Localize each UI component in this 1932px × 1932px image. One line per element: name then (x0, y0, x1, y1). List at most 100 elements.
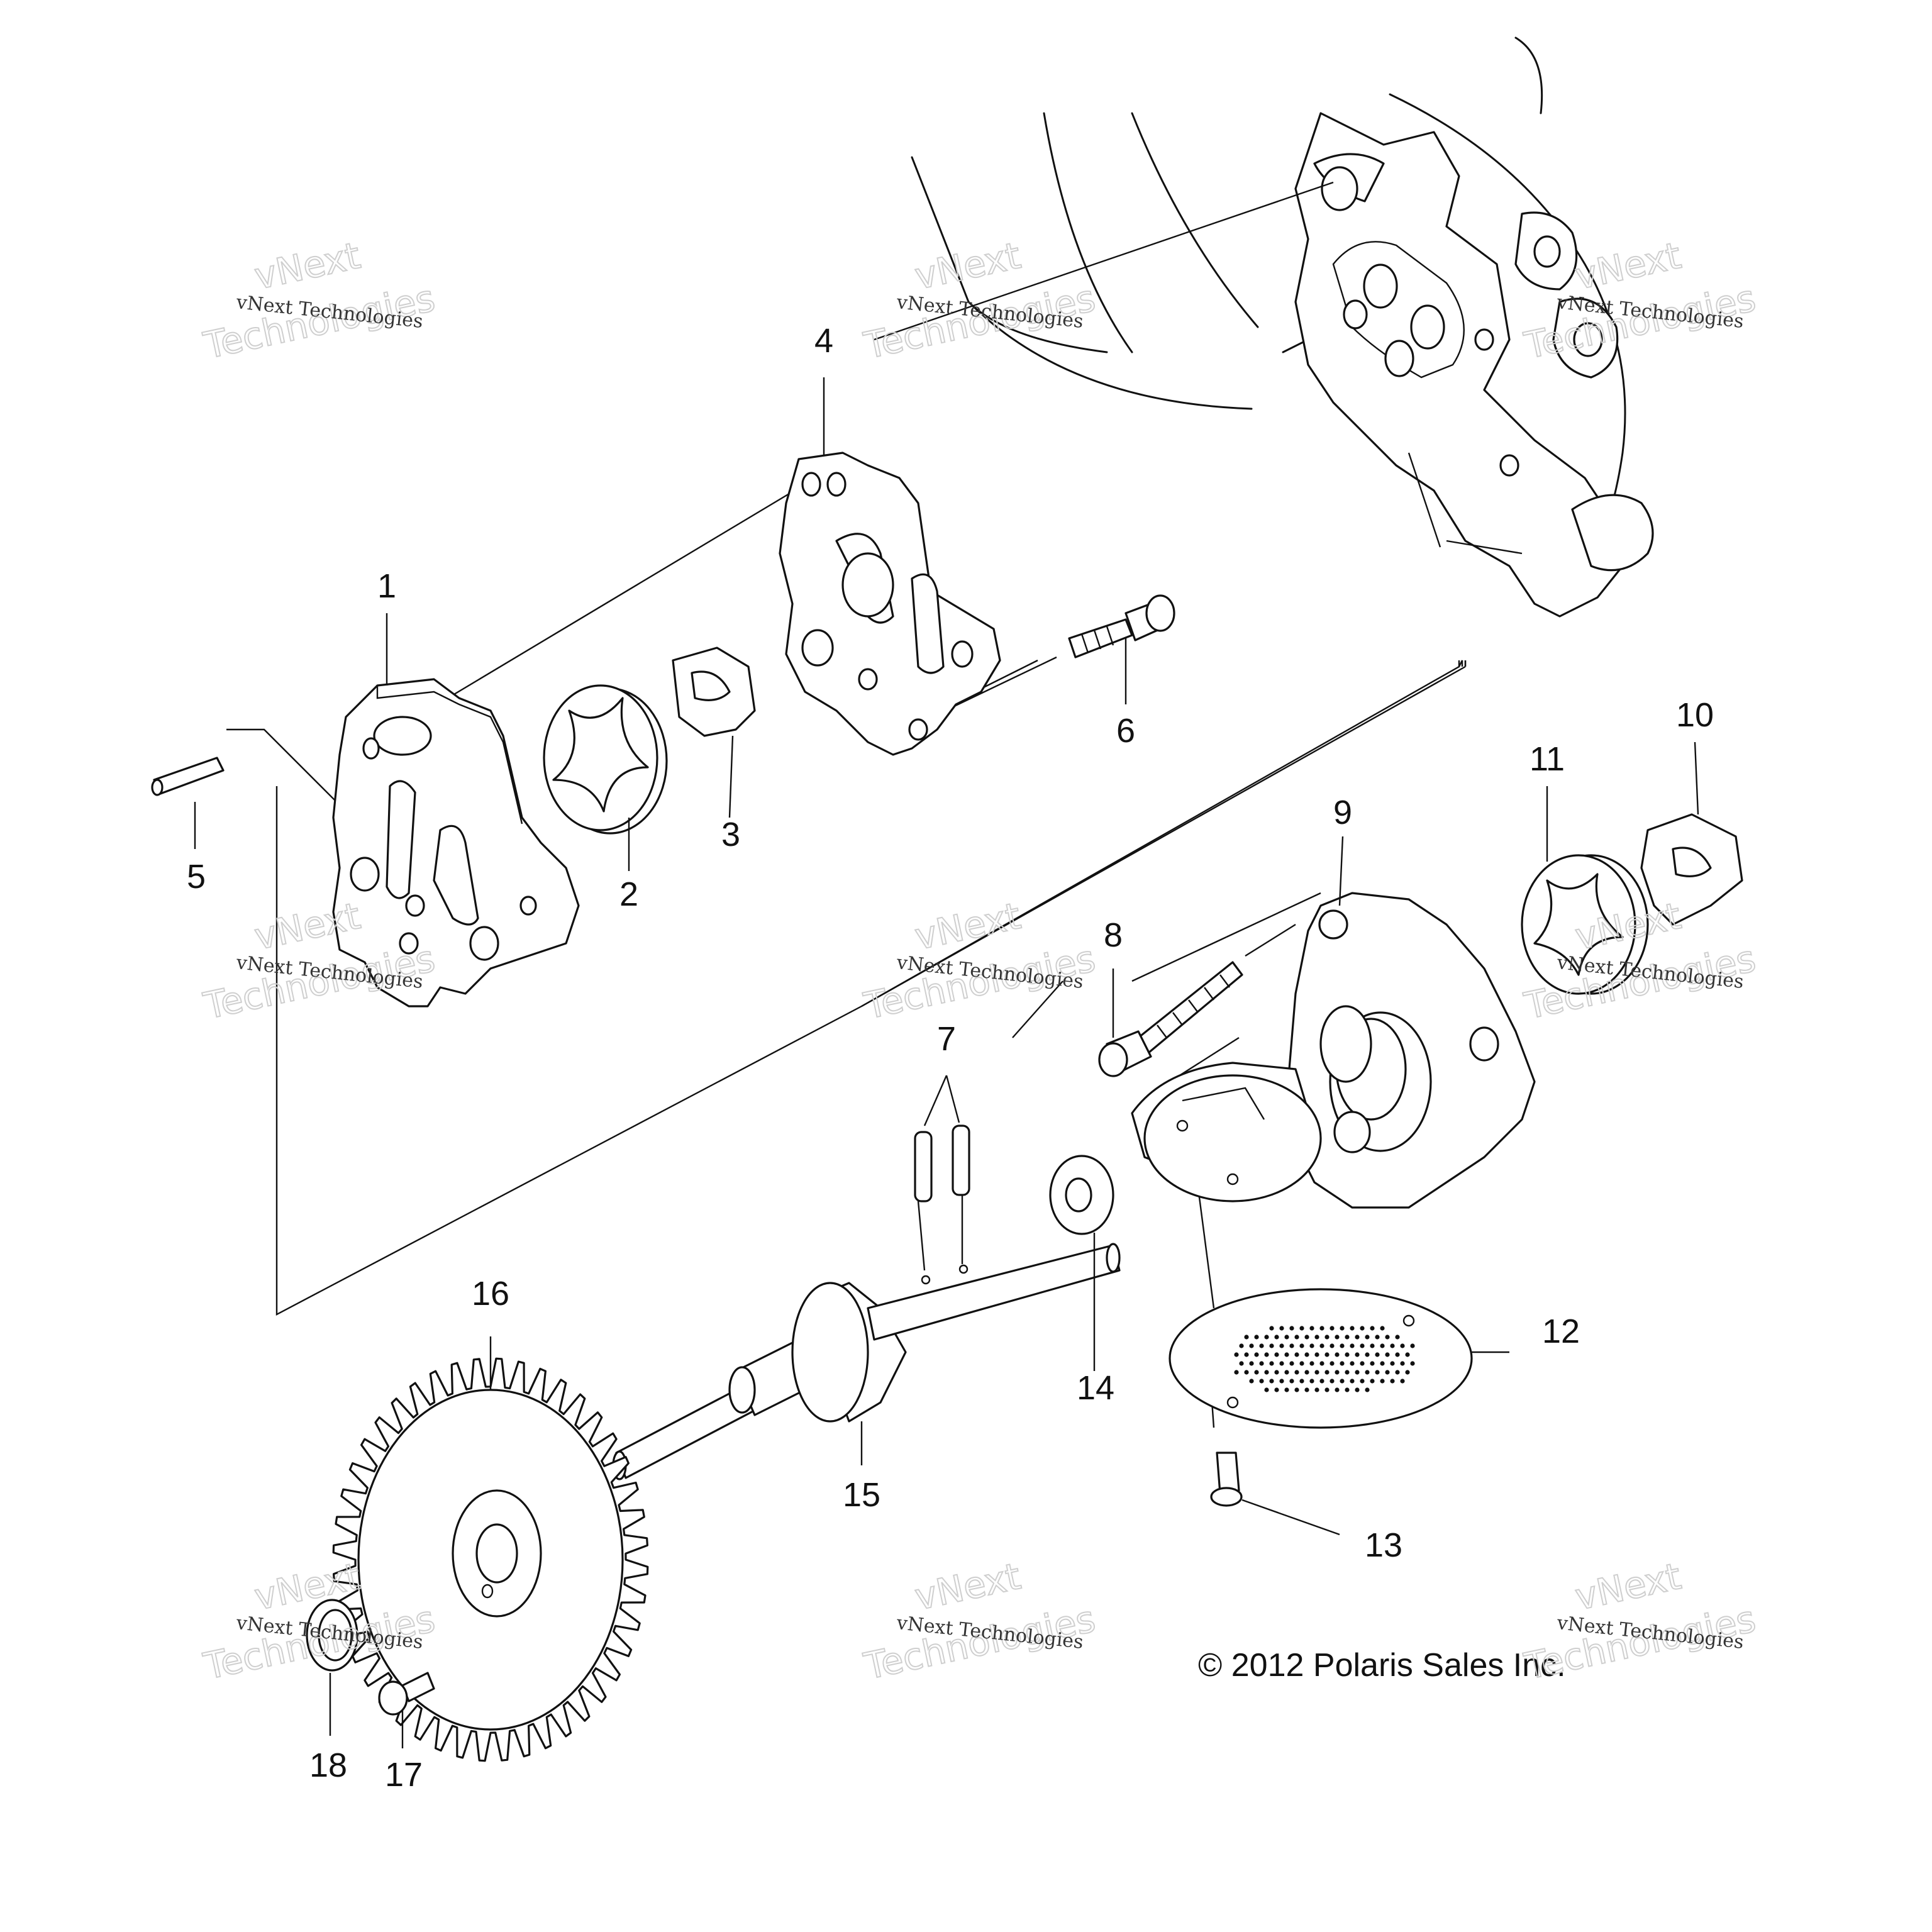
mesh-hole (1304, 1335, 1309, 1340)
mesh-hole (1279, 1326, 1284, 1331)
pump-body-part-1 (332, 678, 580, 1008)
callout-11: 11 (1530, 740, 1565, 778)
mesh-hole (1274, 1335, 1279, 1340)
mesh-hole (1370, 1343, 1375, 1348)
mesh-hole (1284, 1387, 1289, 1392)
mesh-hole (1309, 1343, 1314, 1348)
mesh-hole (1390, 1361, 1395, 1366)
mesh-hole (1345, 1335, 1350, 1340)
mesh-hole (1350, 1361, 1355, 1366)
mesh-hole (1294, 1370, 1299, 1375)
mesh-hole (1319, 1326, 1324, 1331)
mesh-hole (1335, 1352, 1340, 1357)
mesh-hole (1289, 1361, 1294, 1366)
mesh-hole (1274, 1387, 1279, 1392)
mesh-hole (1410, 1361, 1415, 1366)
pump-plate-part-4 (779, 452, 1001, 756)
mesh-hole (1319, 1361, 1324, 1366)
mesh-hole (1405, 1352, 1410, 1357)
mesh-hole (1360, 1326, 1365, 1331)
mesh-hole (1324, 1352, 1330, 1357)
mesh-hole (1345, 1387, 1350, 1392)
mesh-hole (1244, 1370, 1249, 1375)
mesh-hole (1319, 1343, 1324, 1348)
mesh-hole (1380, 1379, 1385, 1384)
callout-10: 10 (1676, 696, 1714, 734)
mesh-hole (1380, 1343, 1385, 1348)
callout-8: 8 (1104, 916, 1123, 954)
mesh-hole (1314, 1387, 1319, 1392)
watermark: vNext Technologies vNext Technologies (860, 233, 1100, 368)
callout-17: 17 (385, 1756, 423, 1794)
mesh-hole (1355, 1370, 1360, 1375)
callout-numbers: 1 2 3 4 5 6 7 8 9 10 11 12 13 14 15 16 1… (187, 322, 1714, 1794)
mesh-hole (1259, 1379, 1264, 1384)
mesh-hole (1380, 1361, 1385, 1366)
mesh-hole (1355, 1335, 1360, 1340)
svg-text:vNext: vNext (1572, 1555, 1685, 1619)
mesh-hole (1264, 1387, 1269, 1392)
svg-text:vNext: vNext (911, 1555, 1024, 1619)
mesh-hole (1264, 1335, 1269, 1340)
callout-9: 9 (1333, 794, 1352, 831)
callout-16: 16 (472, 1275, 509, 1313)
screw-part-13 (1210, 1452, 1243, 1507)
callout-2: 2 (619, 875, 638, 913)
outer-rotor-part-11 (1521, 854, 1649, 995)
mesh-hole (1375, 1370, 1380, 1375)
watermark: vNext Technologies vNext Technologies (199, 233, 440, 368)
callout-14: 14 (1077, 1369, 1114, 1407)
mesh-hole (1269, 1361, 1274, 1366)
callout-4: 4 (814, 322, 833, 360)
mesh-hole (1294, 1352, 1299, 1357)
mesh-hole (1385, 1370, 1390, 1375)
mesh-hole (1294, 1335, 1299, 1340)
watermark: vNext Technologies vNext Technologies (860, 1554, 1100, 1689)
gear-part-16 (332, 1357, 649, 1762)
mesh-hole (1319, 1379, 1324, 1384)
shaft-part-15 (612, 1243, 1121, 1480)
mesh-hole (1335, 1370, 1340, 1375)
oil-screen-part-12 (1169, 1288, 1473, 1429)
mesh-hole (1254, 1370, 1259, 1375)
mesh-hole (1249, 1379, 1254, 1384)
mesh-hole (1330, 1361, 1335, 1366)
mesh-hole (1289, 1343, 1294, 1348)
mesh-hole (1234, 1370, 1239, 1375)
mesh-hole (1350, 1379, 1355, 1384)
copyright-text: © 2012 Polaris Sales Inc. (1198, 1647, 1566, 1684)
callout-12: 12 (1542, 1313, 1580, 1350)
mesh-hole (1289, 1326, 1294, 1331)
mesh-hole (1284, 1352, 1289, 1357)
mesh-hole (1360, 1379, 1365, 1384)
mesh-hole (1299, 1343, 1304, 1348)
svg-text:vNext: vNext (1572, 234, 1685, 298)
mesh-hole (1279, 1361, 1284, 1366)
mesh-hole (1309, 1361, 1314, 1366)
mesh-hole (1345, 1370, 1350, 1375)
mesh-hole (1365, 1352, 1370, 1357)
mesh-hole (1410, 1343, 1415, 1348)
dowel-pin-part-5 (151, 757, 225, 796)
mesh-hole (1239, 1343, 1244, 1348)
watermark: vNext Technologies vNext Technologies (1520, 1554, 1760, 1689)
callout-1: 1 (377, 567, 396, 605)
mesh-hole (1365, 1387, 1370, 1392)
outer-rotor-part-2 (543, 684, 668, 835)
mesh-hole (1304, 1387, 1309, 1392)
callout-13: 13 (1365, 1526, 1402, 1564)
mesh-hole (1274, 1370, 1279, 1375)
mesh-hole (1279, 1379, 1284, 1384)
watermark: vNext Technologies vNext Technologies (199, 1554, 440, 1689)
mesh-hole (1274, 1352, 1279, 1357)
mesh-hole (1249, 1361, 1254, 1366)
callout-leaders (194, 377, 1699, 1748)
mesh-hole (1244, 1352, 1249, 1357)
svg-text:vNext: vNext (911, 894, 1024, 958)
mesh-hole (1279, 1343, 1284, 1348)
mesh-hole (1370, 1379, 1375, 1384)
mesh-hole (1269, 1326, 1274, 1331)
mesh-hole (1400, 1361, 1405, 1366)
callout-15: 15 (843, 1476, 880, 1514)
mesh-hole (1400, 1379, 1405, 1384)
